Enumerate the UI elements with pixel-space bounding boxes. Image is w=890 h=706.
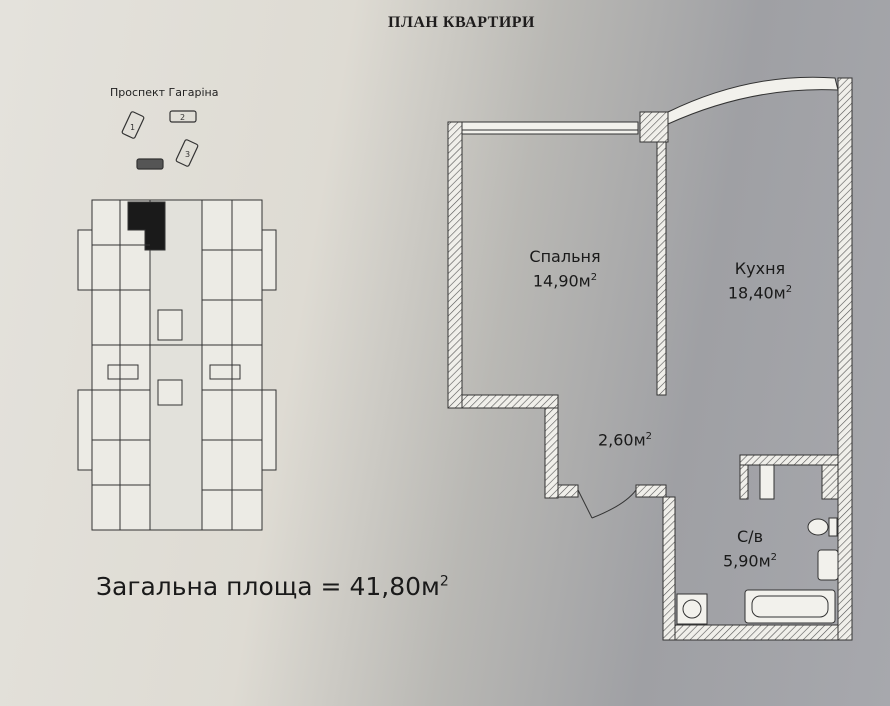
svg-text:2: 2: [180, 113, 185, 122]
room-bathroom: С/в 5,90м2: [700, 526, 800, 571]
room-area: 18,40м: [727, 283, 786, 303]
apartment-plan: [447, 76, 853, 641]
fixtures: [577, 489, 839, 625]
building-3: 3: [175, 139, 199, 167]
room-name: Спальня: [529, 247, 601, 266]
unit-superscript: 2: [770, 552, 778, 563]
toilet: [807, 518, 829, 536]
unit-superscript: 2: [439, 573, 449, 590]
sink: [817, 549, 839, 581]
street-label: Проспект Гагаріна: [110, 86, 219, 99]
room-area: 14,90м: [532, 271, 591, 291]
unit-superscript: 2: [785, 284, 793, 295]
room-hallway: 2,60м2: [560, 426, 690, 450]
building-2: 2: [169, 110, 197, 123]
unit-superscript: 2: [645, 431, 653, 442]
total-area: Загальна площа = 41,80м2: [96, 572, 449, 601]
room-name: Кухня: [734, 259, 786, 278]
total-area-label: Загальна площа = 41,80м: [96, 572, 440, 601]
door-swing: [577, 489, 593, 519]
room-area: 2,60м: [597, 430, 646, 450]
building-floor-plan: [77, 199, 277, 531]
room-bedroom: Спальня 14,90м2: [500, 246, 630, 291]
room-name: С/в: [737, 527, 763, 546]
room-area: 5,90м: [722, 551, 771, 571]
unit-superscript: 2: [590, 272, 598, 283]
site-buildings: 1 2 3: [121, 110, 199, 170]
building-1: 1: [121, 111, 145, 139]
room-kitchen: Кухня 18,40м2: [695, 258, 825, 303]
svg-text:1: 1: [130, 123, 135, 132]
building-4: [136, 158, 164, 170]
svg-text:3: 3: [185, 150, 190, 159]
page-title: ПЛАН КВАРТИРИ: [388, 14, 535, 31]
